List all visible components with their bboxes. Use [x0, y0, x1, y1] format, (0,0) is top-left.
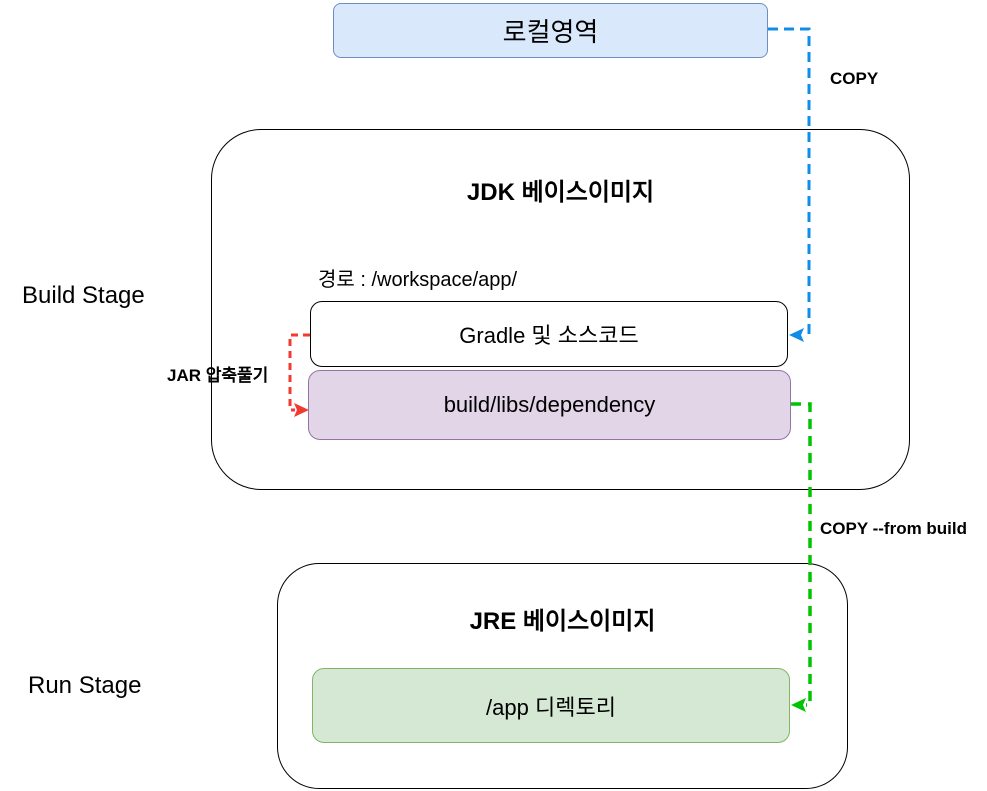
dependency-box: build/libs/dependency: [308, 370, 791, 440]
local-area-label: 로컬영역: [502, 17, 599, 47]
build-stage-label: Build Stage: [22, 282, 145, 309]
local-area-box: 로컬영역: [333, 3, 768, 58]
jre-container: [277, 563, 848, 789]
jdk-container-title: JDK 베이스이미지: [466, 179, 655, 206]
run-stage-label: Run Stage: [28, 672, 142, 699]
app-directory-box: /app 디렉토리: [312, 668, 790, 743]
copy-arrow-label: COPY: [830, 69, 879, 88]
workspace-path-caption: 경로 : /workspace/app/: [318, 269, 518, 291]
gradle-source-label: Gradle 및 소스코드: [459, 323, 639, 348]
app-directory-label: /app 디렉토리: [486, 694, 616, 720]
jar-unzip-arrow-label: JAR 압축풀기: [167, 366, 269, 385]
copy-from-build-arrow-label: COPY --from build: [820, 519, 968, 538]
jdk-container: [211, 129, 910, 490]
jre-container-title: JRE 베이스이미지: [469, 608, 656, 635]
gradle-source-box: Gradle 및 소스코드: [310, 301, 788, 367]
dependency-label: build/libs/dependency: [443, 392, 656, 417]
